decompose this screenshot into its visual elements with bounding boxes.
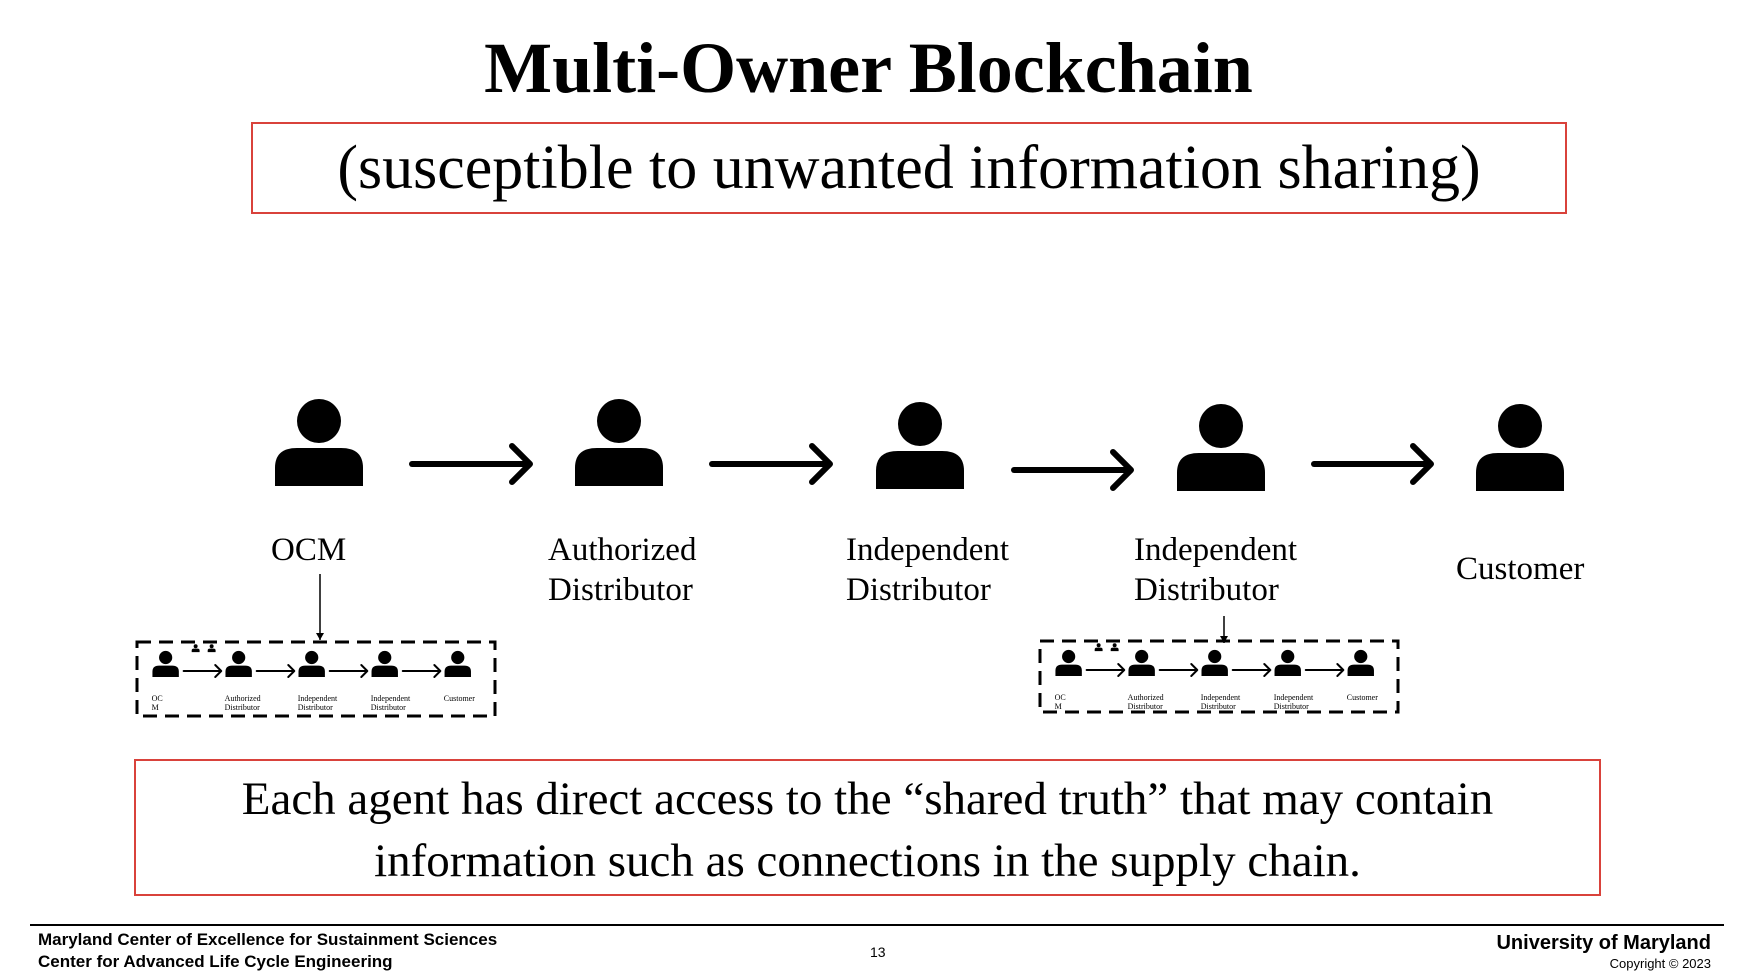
- mini-chain-label: M: [152, 703, 159, 712]
- arrow-down-icon: [316, 574, 324, 640]
- person-icon: [191, 644, 200, 653]
- arrow-right-icon: [1311, 443, 1434, 485]
- slide-title: Multi-Owner Blockchain: [484, 28, 1253, 108]
- person-icon: [1476, 404, 1564, 491]
- person-icon: [1094, 643, 1103, 652]
- arrow-right-icon: [182, 664, 223, 678]
- mini-chain-label: Distributor: [298, 703, 333, 712]
- mini-chain-label: Distributor: [371, 703, 406, 712]
- footer-divider: [30, 924, 1724, 926]
- person-icon: [1110, 643, 1119, 652]
- person-icon: [444, 650, 471, 677]
- arrow-right-icon: [328, 664, 369, 678]
- footer-org-name: Maryland Center of Excellence for Sustai…: [38, 930, 498, 949]
- page-number: 13: [870, 944, 886, 960]
- arrow-right-icon: [1231, 663, 1272, 677]
- mini-chain-right: OCMAuthorizedDistributorIndependentDistr…: [1038, 639, 1400, 714]
- agent-label-customer: Customer: [1456, 551, 1585, 587]
- arrow-right-icon: [255, 664, 296, 678]
- description-frame: [134, 759, 1601, 896]
- person-icon: [371, 650, 398, 677]
- person-icon: [1201, 649, 1228, 676]
- description-text: Each agent has direct access to the “sha…: [241, 773, 1494, 887]
- person-icon: [1128, 649, 1155, 676]
- footer-copyright: Copyright © 2023: [1609, 956, 1711, 971]
- arrow-right-icon: [709, 443, 833, 485]
- mini-chain-left: OCMAuthorizedDistributorIndependentDistr…: [135, 640, 497, 718]
- person-icon: [1055, 649, 1082, 676]
- agent-label-authorized-distributor: Authorized Distributor: [548, 532, 697, 608]
- footer-center-name: Center for Advanced Life Cycle Engineeri…: [38, 952, 393, 971]
- arrow-right-icon: [1158, 663, 1199, 677]
- mini-chain-label: Independent: [1274, 693, 1314, 702]
- slide-subtitle: (susceptible to unwanted information sha…: [337, 134, 1481, 202]
- mini-chain-label: OC: [152, 694, 163, 703]
- mini-chain-label: Customer: [1347, 693, 1378, 702]
- mini-chain-label: Independent: [371, 694, 411, 703]
- arrow-right-icon: [409, 443, 533, 485]
- footer-university: University of Maryland: [1496, 932, 1711, 954]
- person-icon: [152, 650, 179, 677]
- arrow-right-icon: [1304, 663, 1345, 677]
- person-icon: [1274, 649, 1301, 676]
- agent-label-ocm: OCM: [271, 532, 347, 568]
- person-icon: [207, 644, 216, 653]
- subtitle-frame: [251, 122, 1567, 214]
- person-icon: [1347, 649, 1374, 676]
- person-icon: [1177, 404, 1265, 491]
- mini-chain-label: Authorized: [1128, 693, 1164, 702]
- arrow-down-icon: [1220, 616, 1228, 643]
- agent-label-independent-distributor-1: Independent Distributor: [846, 532, 1010, 608]
- agent-label-independent-distributor-2: Independent Distributor: [1134, 532, 1298, 608]
- mini-chain-label: Authorized: [225, 694, 261, 703]
- arrow-right-icon: [1011, 449, 1134, 491]
- person-icon: [876, 402, 964, 489]
- person-icon: [275, 399, 363, 486]
- person-icon: [298, 650, 325, 677]
- person-icon: [575, 399, 663, 486]
- mini-chain-label: M: [1055, 702, 1062, 711]
- mini-chain-label: Distributor: [225, 703, 260, 712]
- mini-chain-label: Distributor: [1274, 702, 1309, 711]
- mini-chain-label: Distributor: [1201, 702, 1236, 711]
- mini-chain-label: Distributor: [1128, 702, 1163, 711]
- mini-chain-label: Independent: [298, 694, 338, 703]
- mini-chain-label: OC: [1055, 693, 1066, 702]
- mini-chain-label: Independent: [1201, 693, 1241, 702]
- arrow-right-icon: [1085, 663, 1126, 677]
- person-icon: [225, 650, 252, 677]
- arrow-right-icon: [401, 664, 442, 678]
- mini-chain-label: Customer: [444, 694, 475, 703]
